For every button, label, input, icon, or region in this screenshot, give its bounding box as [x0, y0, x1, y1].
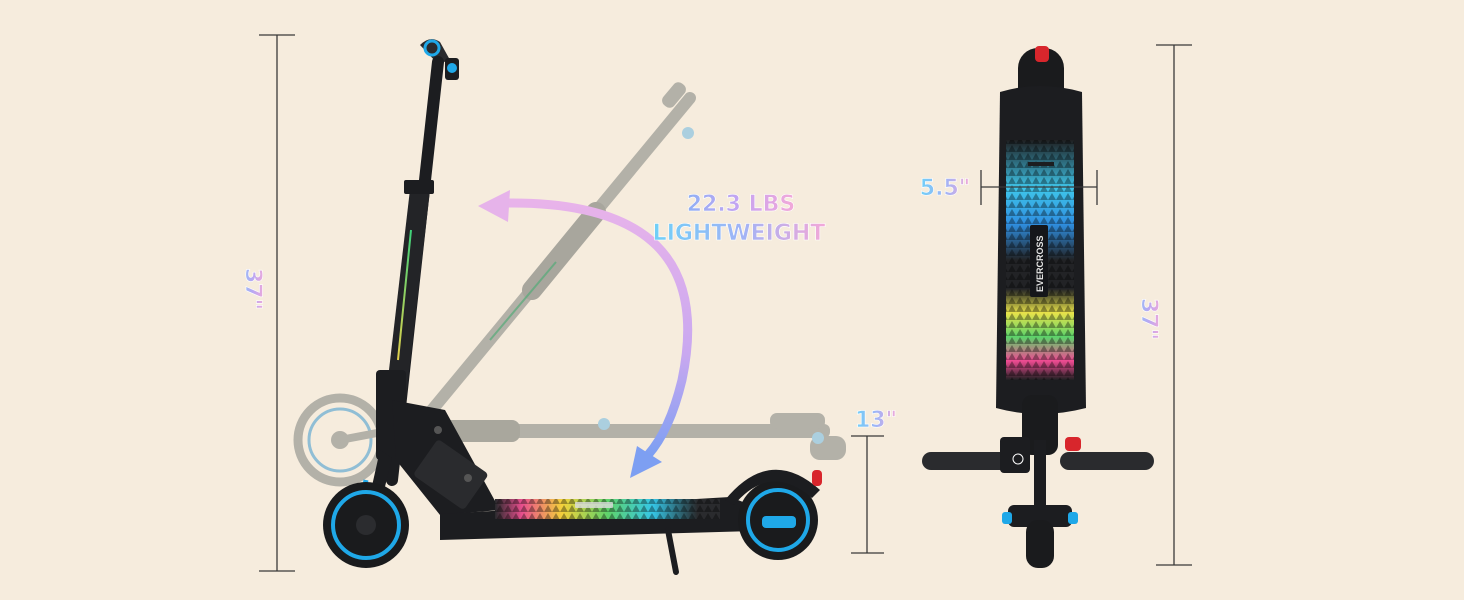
- height-label-left: 37": [240, 268, 265, 310]
- fold-arrow: [478, 190, 693, 478]
- weight-label: 22.3 LBS: [687, 192, 796, 217]
- deck-width-dimension: 5.5": [919, 170, 1098, 205]
- folded-scooter-ghost: [293, 82, 846, 487]
- height-dimension-right: 37": [1136, 44, 1192, 566]
- deck-width-label: 5.5": [920, 176, 970, 201]
- brand-logo: EVERCROSS: [1035, 235, 1045, 292]
- deck-height-label: 13": [855, 408, 897, 433]
- weight-callout: 22.3 LBS LIGHTWEIGHT: [652, 192, 826, 247]
- lightweight-label: LIGHTWEIGHT: [653, 221, 826, 246]
- height-label-right: 37": [1136, 298, 1161, 340]
- height-dimension-left: 37": [240, 34, 295, 572]
- scooter-side-view: [323, 39, 822, 575]
- deck-height-dimension: 13": [851, 408, 897, 554]
- scooter-top-view: EVERCROSS: [922, 46, 1154, 568]
